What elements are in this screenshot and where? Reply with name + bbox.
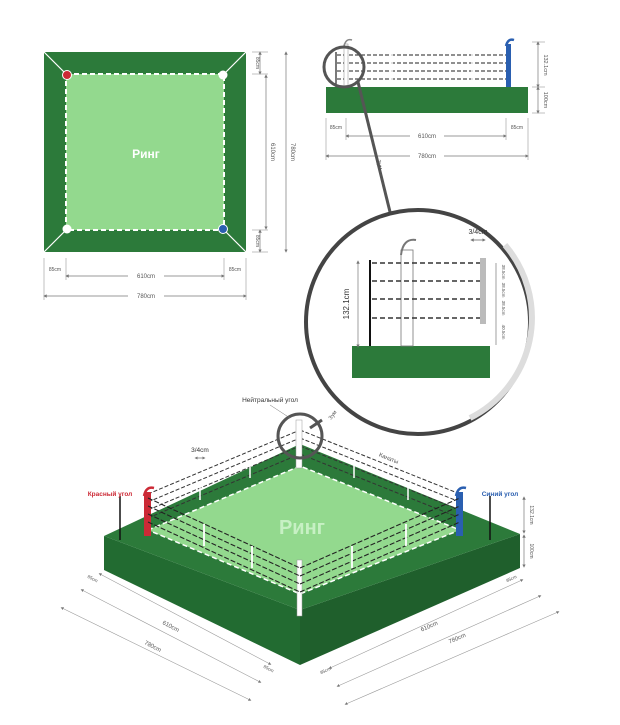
perspective-ring-label: Ринг — [279, 517, 325, 539]
perspective-dim-rope-height: 132.1cm — [528, 505, 534, 524]
detail-gap-2: 38.5cm — [501, 283, 506, 298]
blue-corner-label: Синий угол — [482, 490, 519, 498]
top-ring-label: Ринг — [132, 147, 160, 161]
side-neutral-post — [343, 43, 349, 88]
top-dim-outer-vertical: 780cm — [289, 143, 295, 161]
top-dim-inner-vertical: 610cm — [269, 143, 275, 161]
top-dim-right: 85cm — [229, 267, 241, 273]
neutral-corner-post — [62, 224, 72, 234]
neutral-corner-post — [218, 70, 228, 80]
zoom-detail: 3/4cm 132.1cm 38.5cm 38.5cm 38.5cm 40.5c… — [304, 208, 535, 436]
detail-gap-3: 38.5cm — [501, 301, 506, 316]
perspective-dim-platform-height: 100cm — [528, 543, 534, 558]
side-dim-height-platform: 100cm — [542, 92, 548, 109]
red-corner-post — [62, 70, 72, 80]
detail-gap-1: 38.5cm — [501, 265, 506, 280]
side-view-platform — [326, 87, 528, 113]
detail-gap-4: 40.5cm — [501, 325, 506, 340]
detail-height: 132.1cm — [342, 288, 351, 319]
top-dim-bottom: 85cm — [254, 235, 260, 247]
blue-corner-post — [218, 224, 228, 234]
perspective-view: Ринг — [60, 396, 560, 705]
side-dim-height-ropes: 132.1cm — [542, 54, 548, 76]
side-dim-center: 610cm — [418, 134, 436, 140]
zoom-connector-top — [356, 81, 394, 221]
perspective-dim-right-85-a: 85cm — [505, 574, 517, 583]
detail-rope-gauge: 3/4cm — [468, 229, 487, 236]
side-dim-left: 85cm — [330, 125, 342, 131]
blue-corner-post — [456, 492, 463, 536]
top-view-canvas — [65, 73, 225, 231]
side-dim-total: 780cm — [418, 154, 436, 160]
side-dim-right: 85cm — [511, 125, 523, 131]
side-zoom-label: Зум — [375, 159, 383, 170]
detail-platform — [352, 346, 490, 378]
zoom-connector-bottom — [309, 418, 323, 430]
neutral-corner-post — [295, 419, 303, 469]
perspective-dim-left-85-b: 85cm — [263, 664, 275, 674]
side-blue-post — [506, 44, 511, 87]
perspective-dim-left-780: 780cm — [143, 640, 162, 654]
side-view: 132.1cm 100cm 85cm 610cm 85cm 780cm — [322, 38, 548, 160]
neutral-corner-zoom-circle — [276, 412, 324, 460]
top-dim-top: 85cm — [254, 57, 260, 69]
zoom-source-circle — [322, 45, 366, 89]
ropes-label: Канаты — [378, 452, 399, 465]
top-dim-left: 85cm — [49, 267, 61, 273]
perspective-dim-right-85-b: 85cm — [319, 666, 331, 675]
top-dim-center: 610cm — [137, 274, 155, 280]
detail-post — [400, 249, 414, 347]
perspective-dim-left-85-a: 85cm — [87, 574, 99, 584]
perspective-zoom-label: Зум — [328, 410, 339, 422]
red-corner-label: Красный угол — [88, 490, 133, 498]
perspective-dim-left-610: 610cm — [161, 620, 180, 634]
perspective-dim-right-780: 780cm — [448, 633, 467, 646]
neutral-corner-post — [296, 559, 303, 617]
top-dim-total: 780cm — [137, 294, 155, 300]
red-corner-post — [144, 492, 151, 536]
neutral-corner-label: Нейтральный угол — [242, 396, 298, 404]
top-view: Ринг 85cm 610cm 780cm 85cm 85cm 610cm 85… — [43, 51, 295, 300]
perspective-rope-gauge: 3/4cm — [191, 447, 209, 454]
